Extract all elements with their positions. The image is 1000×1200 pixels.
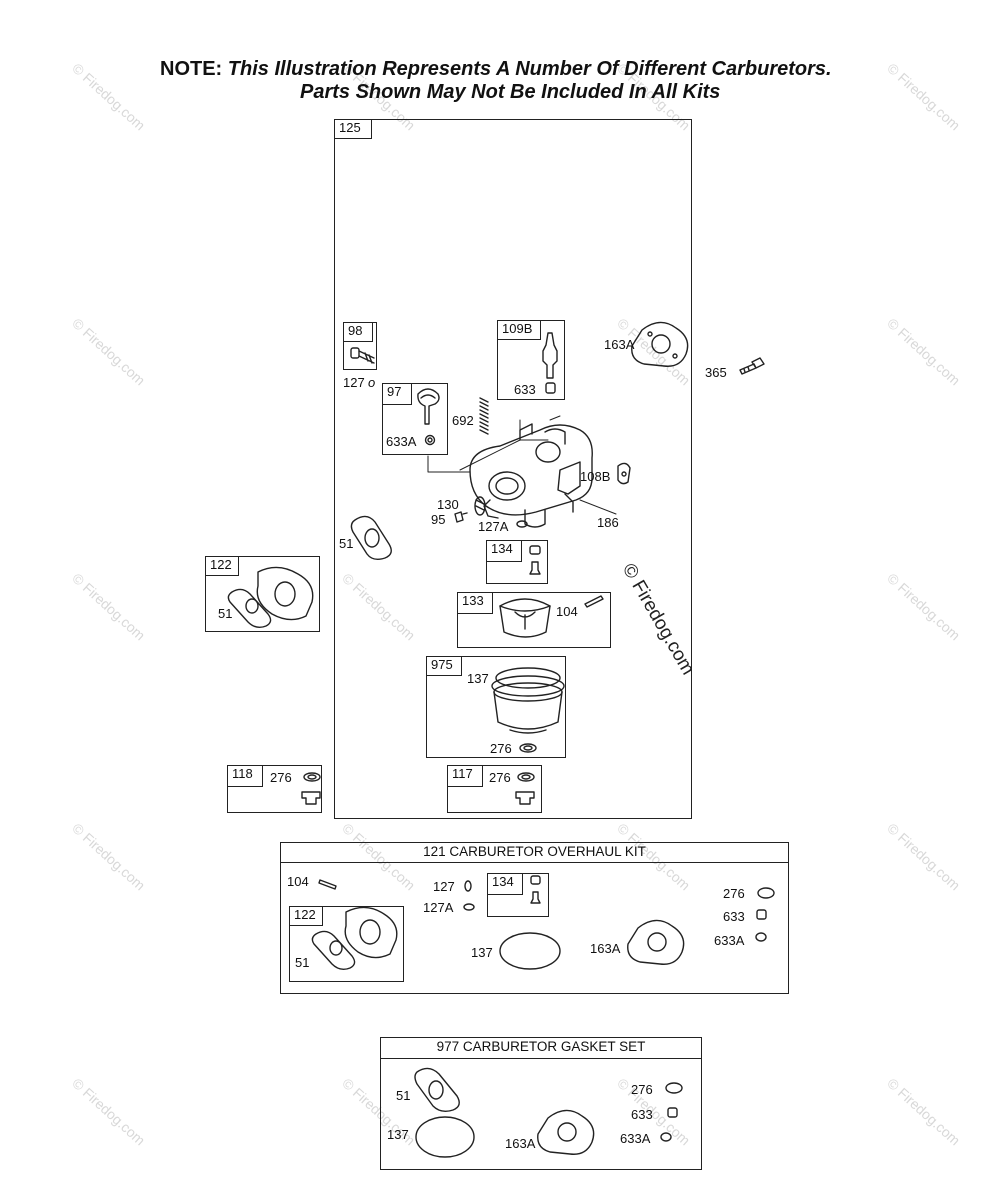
set-seat-633a-part [660,1132,672,1142]
set-label-163a: 163A [505,1136,536,1151]
label-127-ring: o [368,375,376,390]
box-122 [205,556,320,632]
box-118 [227,765,322,813]
gasket-set-title: 977 CARBURETOR GASKET SET [380,1038,702,1059]
choke-97-part [417,388,440,446]
kit-label-276: 276 [723,886,745,901]
label-276-box975: 276 [490,741,512,756]
label-51-box122: 51 [218,606,233,621]
main-assembly-box [334,119,692,819]
note-line-2: Parts Shown May Not Be Included In All K… [300,81,721,103]
kit-needle-134-part [530,875,541,904]
bowl-nut-118-part [301,772,321,805]
screw-108b-part [617,462,631,485]
label-137: 137 [467,671,489,686]
tag-975: 975 [426,656,462,676]
tag-109b: 109B [497,320,541,340]
kit-seat-633-part [756,909,767,920]
kit-label-163a: 163A [590,941,621,956]
kit-pin-104-part [318,879,337,890]
set-label-137: 137 [387,1127,409,1142]
gasket-set-box [380,1037,702,1170]
box-117 [447,765,542,813]
label-95: 95 [431,512,446,527]
overhaul-kit-box [280,842,789,994]
kit-washer-276-part [757,887,775,899]
label-127a: 127A [478,519,509,534]
set-gasket-163a-part [537,1109,595,1155]
tag-97: 97 [382,383,412,405]
note-line-1: NOTE: This Illustration Represents A Num… [160,58,832,80]
float-133-part [499,598,551,638]
kit-label-137: 137 [471,945,493,960]
spring-692-part [479,397,489,435]
label-186: 186 [597,515,619,530]
box-97 [382,383,448,455]
set-oring-137-part [415,1116,475,1158]
kit-label-51: 51 [295,955,310,970]
box-133 [457,592,611,648]
label-108b: 108B [580,469,611,484]
kit-label-633a: 633A [714,933,745,948]
needle-134-part [529,545,541,575]
kit-label-104: 104 [287,874,309,889]
label-276-box118: 276 [270,770,292,785]
kit-ring-127-part [464,880,472,892]
gasket-163a-part [631,321,689,367]
label-692: 692 [452,413,474,428]
tag-117: 117 [447,765,483,787]
label-633: 633 [514,382,536,397]
label-130: 130 [437,497,459,512]
pin-104-part [584,595,604,608]
box-975 [426,656,566,758]
overhaul-kit-title: 121 CARBURETOR OVERHAUL KIT [280,843,789,863]
set-seat-633-part [667,1107,678,1118]
label-163a: 163A [604,337,635,352]
main-assembly-tag: 125 [334,119,372,139]
set-washer-276-part [665,1082,683,1094]
set-label-633a: 633A [620,1131,651,1146]
gasket-51-part [350,515,392,561]
spring-130-part [474,496,486,516]
washer-127a-part [516,520,528,528]
tag-133: 133 [457,592,493,614]
set-gasket-51-part [414,1067,460,1113]
spacer-122-part [227,566,314,629]
label-365: 365 [705,365,727,380]
label-276-box117: 276 [489,770,511,785]
label-633a-box97: 633A [386,434,417,449]
bowl-975-part [491,667,565,753]
kit-tag-134: 134 [487,873,523,895]
needle-109b-part [542,332,558,394]
bolt-365-part [739,357,765,375]
kit-spacer-122-part [311,906,398,971]
kit-tag-122: 122 [289,906,323,926]
label-104: 104 [556,604,578,619]
set-label-276: 276 [631,1082,653,1097]
kit-label-633: 633 [723,909,745,924]
kit-label-127a: 127A [423,900,454,915]
kit-oring-137-part [499,932,561,970]
set-label-51: 51 [396,1088,411,1103]
bowl-nut-117-part [515,772,535,805]
screw-98-part [350,347,375,364]
tag-98: 98 [343,322,373,342]
kit-box-122 [289,906,404,982]
set-label-633: 633 [631,1107,653,1122]
tag-134: 134 [486,540,522,562]
kit-seat-633a-part [755,932,767,942]
label-127: 127 [343,375,365,390]
tag-122: 122 [205,556,239,576]
screw-95-part [454,511,468,523]
kit-washer-127a-part [463,903,475,911]
kit-gasket-163a-part [627,919,685,965]
label-51: 51 [339,536,354,551]
tag-118: 118 [227,765,263,787]
kit-label-127: 127 [433,879,455,894]
